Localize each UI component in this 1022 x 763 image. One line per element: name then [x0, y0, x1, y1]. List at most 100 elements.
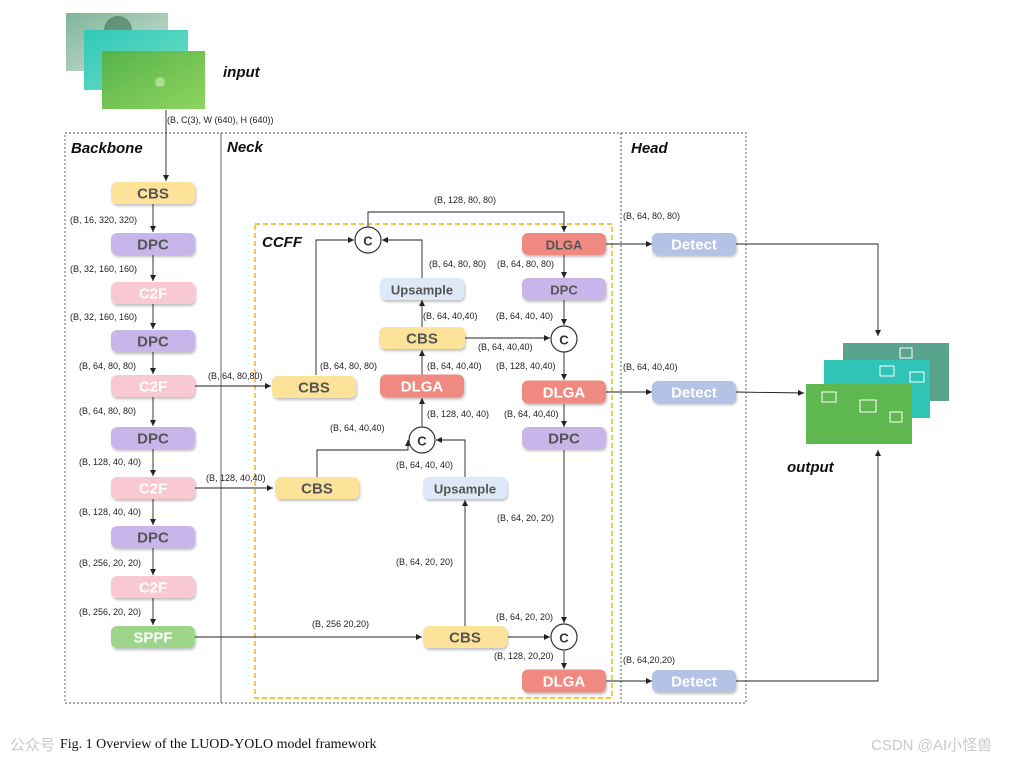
dim-backbone: (B, 256, 20, 20) [79, 607, 141, 617]
neck-cbs-bottom-label: CBS [449, 630, 481, 647]
edge-cbs-concat-inner [316, 440, 411, 477]
neck-cbs-bottom: CBS [423, 626, 507, 648]
edges [150, 110, 881, 684]
backbone-node-dpc-label: DPC [137, 334, 169, 351]
dim-neck-top-loop: (B, 128, 80, 80) [434, 195, 496, 205]
backbone-node-dpc-label: DPC [137, 431, 169, 448]
neck-cbs-top-label: CBS [298, 380, 330, 397]
backbone-node-dpc: DPC [111, 233, 195, 255]
backbone-node-c2f: C2F [111, 477, 195, 499]
dim-neck-concat-bot-out: (B, 128, 20,20) [494, 651, 554, 661]
dim-neck-concat-inner-out: (B, 64, 40, 40) [396, 460, 453, 470]
backbone-node-dpc: DPC [111, 526, 195, 548]
neck-dpc-mid: DPC [522, 427, 606, 449]
dim-neck-concat-left-in: (B, 128, 40, 40) [427, 409, 489, 419]
neck-cbs-mid-label: CBS [301, 481, 333, 498]
dim-neck-cbs-inner-right: (B, 64, 40,40) [478, 342, 533, 352]
head-title: Head [631, 140, 669, 157]
dim-neck-concat-bot-in: (B, 64, 20, 20) [496, 612, 553, 622]
neck-cbs-inner-label: CBS [406, 331, 438, 348]
dim-backbone: (B, 64, 80, 80) [79, 361, 136, 371]
backbone-node-sppf-label: SPPF [133, 630, 172, 647]
dim-backbone: (B, 64, 80, 80) [79, 406, 136, 416]
dim-neck-c2f1-out: (B, 64, 80,80) [208, 371, 263, 381]
neck-dlga-bottom-label: DLGA [543, 674, 586, 691]
backbone-node-c2f-label: C2F [139, 481, 167, 498]
head-detect-1: Detect [652, 233, 736, 255]
dim-head-1: (B, 64, 80, 80) [623, 211, 680, 221]
backbone-node-dpc: DPC [111, 330, 195, 352]
neck-dpc-top: DPC [522, 278, 606, 300]
dim-neck-cbs-top-up: (B, 64, 80, 80) [320, 361, 377, 371]
ccff-region [254, 223, 613, 699]
neck-concat-inner-label: C [417, 434, 427, 449]
head-detect-2-label: Detect [671, 385, 717, 402]
dim-backbone: (B, 32, 160, 160) [70, 312, 137, 322]
head-detect-2: Detect [652, 381, 736, 403]
dim-neck-c2f2-out: (B, 128, 40,40) [206, 473, 266, 483]
backbone-node-dpc-label: DPC [137, 237, 169, 254]
watermark-left: 公众号 [10, 737, 55, 754]
backbone-node-c2f: C2F [111, 576, 195, 598]
edge-detect-output-1 [736, 243, 881, 336]
neck-section [220, 132, 622, 704]
dim-neck-dlga-mid-out: (B, 64, 40,40) [504, 409, 559, 419]
head-detect-3: Detect [652, 670, 736, 692]
ccff-title: CCFF [262, 234, 303, 251]
neck-dlga-bottom: DLGA [522, 669, 606, 693]
edge-cbs-concat [315, 237, 354, 375]
backbone-node-cbs-label: CBS [137, 186, 169, 203]
neck-cbs-top: CBS [272, 376, 356, 398]
dim-neck-cbs-mid-up: (B, 64, 40,40) [330, 423, 385, 433]
backbone-node-dpc-label: DPC [137, 530, 169, 547]
edge-top-loop [367, 211, 567, 232]
dimension-labels: (B, C(3), W (640), H (640)) (B, 16, 320, … [70, 115, 680, 665]
dim-neck-ups1: (B, 64, 80, 80) [429, 259, 486, 269]
head-detect-1-label: Detect [671, 237, 717, 254]
neck-dlga-top-label: DLGA [546, 238, 583, 253]
dim-backbone: (B, 32, 160, 160) [70, 264, 137, 274]
edge-ups-concat [382, 237, 423, 278]
backbone-node-c2f-label: C2F [139, 286, 167, 303]
dim-neck-dlga-top-out: (B, 64, 80, 80) [497, 259, 554, 269]
backbone-node-sppf: SPPF [111, 626, 195, 648]
nodes: CBS DPC C2F DPC C2F DPC C2F DPC C2F SPPF CBS CBS CBS… [111, 182, 736, 693]
dim-backbone: (B, 256, 20, 20) [79, 558, 141, 568]
output-image-stack [806, 343, 949, 444]
dim-backbone: (B, 128, 40, 40) [79, 507, 141, 517]
head-section [620, 132, 747, 704]
backbone-node-c2f: C2F [111, 375, 195, 397]
dim-neck-ups2-in: (B, 64, 20, 20) [396, 557, 453, 567]
dim-neck-concat-mid-out: (B, 128, 40,40) [496, 361, 556, 371]
figure-caption: Fig. 1 Overview of the LUOD-YOLO model f… [60, 737, 376, 752]
neck-concat-bottom-label: C [559, 631, 569, 646]
dim-neck-sppf-out: (B, 256 20,20) [312, 619, 369, 629]
dim-neck-dpc-mid-out: (B, 64, 20, 20) [497, 513, 554, 523]
backbone-section [64, 132, 222, 704]
neck-dlga-inner: DLGA [380, 374, 464, 398]
neck-title: Neck [227, 139, 264, 156]
neck-concat-inner: C [408, 426, 436, 454]
input-label: input [223, 64, 261, 81]
dim-neck-dpc-top-out: (B, 64, 40, 40) [496, 311, 553, 321]
neck-upsample-bottom-label: Upsample [434, 482, 496, 497]
dim-backbone: (B, 16, 320, 320) [70, 215, 137, 225]
dim-neck-dlga-inner-out: (B, 64, 40,40) [427, 361, 482, 371]
neck-dlga-mid-label: DLGA [543, 385, 586, 402]
backbone-node-c2f-label: C2F [139, 580, 167, 597]
dim-head-2: (B, 64, 40,40) [623, 362, 678, 372]
backbone-node-cbs: CBS [111, 182, 195, 204]
neck-concat-mid: C [550, 325, 578, 353]
neck-cbs-mid: CBS [275, 477, 359, 499]
neck-dpc-top-label: DPC [550, 283, 578, 298]
neck-dlga-mid: DLGA [522, 380, 606, 404]
neck-concat-top: C [354, 226, 382, 254]
backbone-title: Backbone [71, 140, 143, 157]
output-label: output [787, 459, 835, 476]
watermark-right: CSDN @AI小怪兽 [871, 737, 992, 754]
neck-upsample-bottom: Upsample [423, 477, 507, 499]
backbone-node-c2f: C2F [111, 282, 195, 304]
neck-concat-mid-label: C [559, 333, 569, 348]
dim-input: (B, C(3), W (640), H (640)) [167, 115, 274, 125]
